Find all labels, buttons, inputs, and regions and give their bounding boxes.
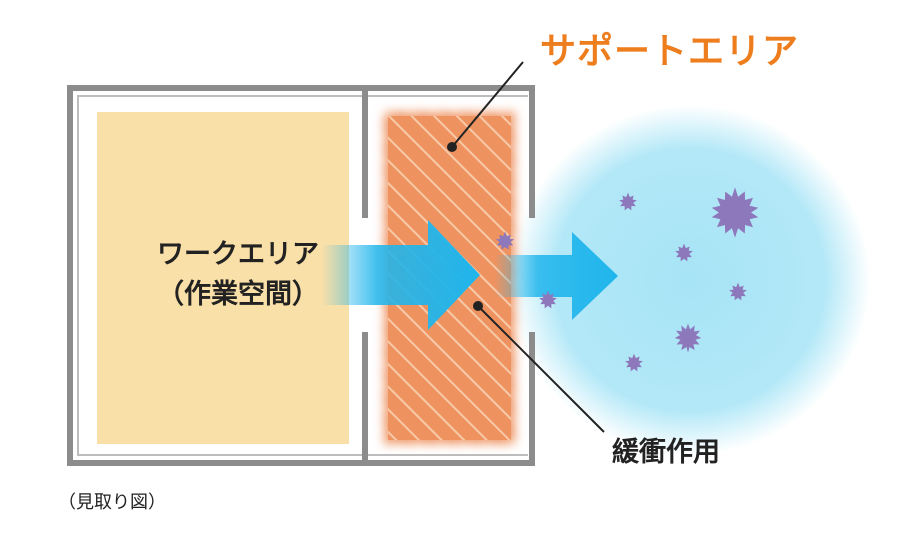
arrow-right-icon — [495, 232, 618, 320]
work-area-label: ワークエリア （作業空間） — [118, 235, 358, 315]
buffer-leader-dot — [473, 301, 483, 311]
spiky-particle-icon — [675, 243, 693, 262]
work-area — [97, 112, 349, 444]
spiky-particle-icon — [729, 282, 747, 301]
buffer-leader-line — [477, 305, 605, 433]
leader-lines — [447, 61, 605, 433]
building-walls — [67, 85, 535, 466]
work-area-label-line2: （作業空間） — [157, 279, 319, 310]
buffer-effect-label: 緩衝作用 — [612, 437, 720, 468]
support-area-label: サポートエリア — [540, 31, 800, 72]
spiky-particle-icon — [625, 353, 643, 372]
support-leader-dot — [447, 142, 457, 152]
air-cloud — [510, 105, 870, 455]
spiky-particle-icon — [674, 323, 702, 353]
spiky-particle-icon — [619, 192, 637, 211]
spiky-particle-icon — [539, 290, 557, 309]
spiky-particle-icon — [711, 187, 759, 238]
support-leader-line — [451, 61, 524, 148]
diagram-caption: （見取り図） — [58, 492, 166, 513]
arrow-right-icon — [322, 220, 480, 330]
spiky-particle-icon — [495, 231, 515, 250]
work-area-label-line1: ワークエリア — [157, 239, 319, 270]
particles — [495, 187, 759, 372]
airflow-arrows — [322, 220, 618, 330]
